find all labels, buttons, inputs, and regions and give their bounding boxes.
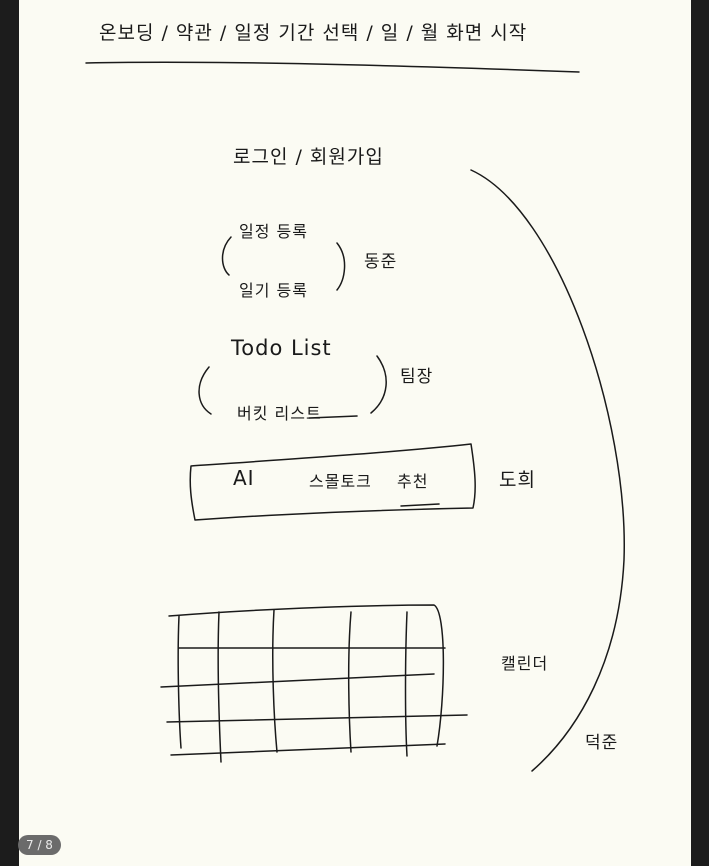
- ai-box: [189, 443, 476, 521]
- calendar-grid: [160, 604, 468, 763]
- group1-owner: 동준: [364, 252, 398, 272]
- group2-item1: Todo List: [231, 336, 332, 360]
- ai-label-a: AI: [233, 466, 255, 490]
- group2-left-paren: [198, 366, 212, 415]
- notebook-page: 온보딩 / 약관 / 일정 기간 선택 / 일 / 월 화면 시작 로그인 / …: [19, 0, 691, 866]
- group2-right-paren: [370, 355, 387, 414]
- group1-item1: 일정 등록: [239, 222, 308, 241]
- big-bracket-arc: [470, 169, 625, 772]
- ai-owner: 도희: [499, 469, 536, 491]
- login-note: 로그인 / 회원가입: [233, 146, 384, 168]
- ai-label-c: 추천: [397, 472, 429, 491]
- header-note: 온보딩 / 약관 / 일정 기간 선택 / 일 / 월 화면 시작: [99, 22, 528, 44]
- right-owner: 덕준: [585, 733, 619, 753]
- calendar-label: 캘린더: [501, 654, 549, 673]
- page-indicator: 7 / 8: [18, 835, 61, 855]
- group1-item2: 일기 등록: [239, 281, 308, 300]
- header-underline: [85, 61, 580, 73]
- ai-label-b: 스몰토크: [309, 472, 372, 491]
- group1-left-paren: [221, 236, 232, 276]
- group1-right-paren: [336, 242, 346, 291]
- group2-owner: 팀장: [400, 367, 434, 387]
- handwriting-strokes: [85, 61, 625, 772]
- group2-item2: 버킷 리스트: [237, 404, 322, 423]
